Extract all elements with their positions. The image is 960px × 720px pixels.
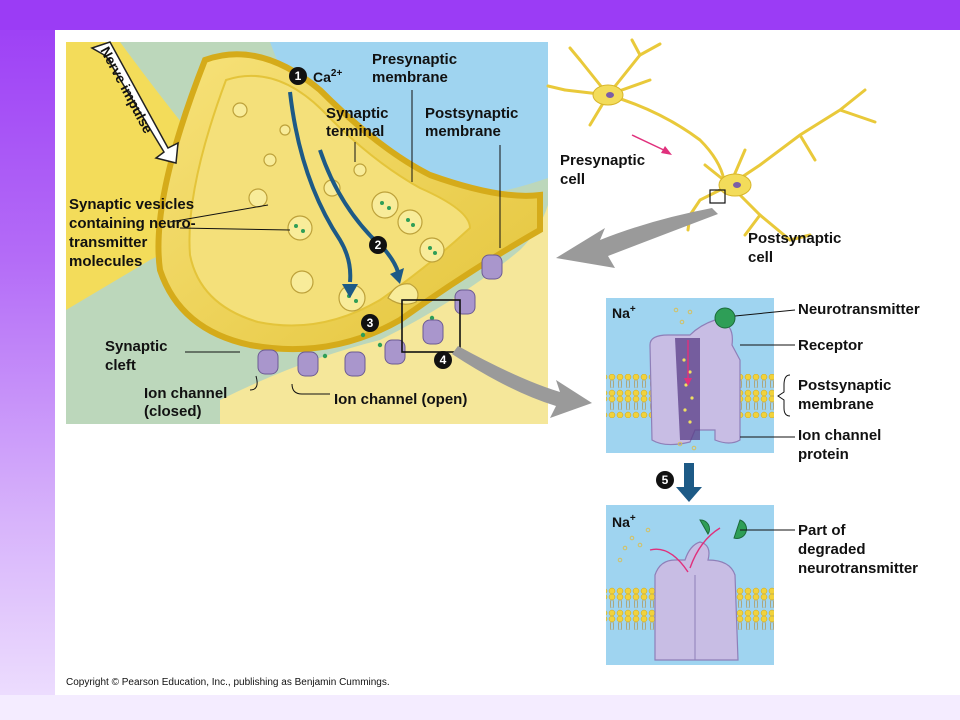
vesicle (263, 153, 277, 167)
postsynaptic-cell-label: Postsynaptic cell (748, 230, 846, 266)
presynaptic-cell-label: Presynaptic cell (560, 152, 649, 188)
na-label-bottom: Na+ (612, 513, 636, 530)
closed-channel-protein (654, 541, 739, 661)
postsynaptic-nucleus (733, 182, 741, 188)
impulse-direction (631, 134, 669, 153)
synaptic-vesicles (232, 102, 445, 312)
neuron-zoom-box (709, 189, 726, 204)
ion-channel (422, 319, 444, 345)
ion-channels (257, 254, 503, 377)
postsynaptic-membrane-label: Postsynaptic membrane (425, 105, 523, 140)
terminal-cytoplasm (188, 74, 472, 327)
degraded-neurotransmitter-label: Part of degraded neurotransmitter (798, 522, 918, 577)
ion-channel-protein-label: Ion channel protein (798, 427, 886, 463)
neurotransmitter-molecule (714, 307, 736, 329)
vesicle (397, 209, 423, 235)
axon (66, 42, 240, 310)
arrow-head (342, 284, 358, 298)
ion-channel (454, 289, 476, 315)
step-5: 5 (656, 471, 674, 489)
synapse-main-panel: Nerve impulse 1 Ca2+ 2 3 4 (66, 41, 548, 424)
zoom-arrow-left (556, 208, 718, 268)
svg-text:3: 3 (367, 316, 374, 330)
na-label-top: Na+ (612, 304, 636, 321)
zoom-box (401, 299, 461, 353)
presynaptic-membrane-label: Presynaptic membrane (372, 51, 461, 86)
step-5-arrow-head (676, 487, 702, 502)
vesicle (232, 102, 248, 118)
step-2: 2 (369, 236, 387, 254)
neuron-pair (546, 38, 877, 242)
svg-text:2: 2 (375, 238, 382, 252)
presynaptic-nucleus (606, 92, 614, 98)
leader-lines (169, 90, 501, 395)
vesicle (419, 237, 445, 263)
inset-receptor-closed: Na+ (606, 505, 774, 665)
svg-text:4: 4 (440, 353, 447, 367)
open-pore (675, 338, 700, 440)
ca-label: Ca2+ (313, 68, 342, 85)
ion-channel (257, 349, 279, 375)
synaptic-terminal-label: Synaptic terminal (326, 105, 393, 140)
step-1: 1 (289, 67, 307, 85)
top-band (0, 0, 960, 30)
svg-text:1: 1 (295, 69, 302, 83)
ion-channel (481, 254, 503, 280)
step-3: 3 (361, 314, 379, 332)
copyright-text: Copyright © Pearson Education, Inc., pub… (66, 677, 390, 688)
step-4: 4 (434, 351, 452, 369)
inset-leader-lines (734, 309, 796, 531)
synaptic-vesicles-label: Synaptic vesicles containing neuro- tran… (69, 196, 200, 270)
vesicle (279, 124, 291, 136)
vesicle (290, 270, 314, 294)
ion-channel-open-label: Ion channel (open) (334, 391, 467, 408)
inset-receptor-open: Na+ (606, 298, 774, 453)
vesicle (371, 191, 399, 219)
vesicle (248, 188, 268, 208)
degraded-fragment (699, 519, 711, 535)
vesicle (353, 163, 367, 177)
ion-channel (297, 351, 319, 377)
svg-text:5: 5 (662, 473, 669, 487)
ion-channel (344, 351, 366, 377)
synaptic-cleft-label: Synaptic cleft (105, 338, 172, 374)
receptor-label: Receptor (798, 337, 863, 354)
ion-channel-closed-label: Ion channel (closed) (144, 385, 232, 420)
zoom-arrow-right (452, 346, 592, 418)
inset-postsynaptic-membrane-label: Postsynaptic membrane (798, 377, 896, 413)
vesicle (287, 215, 313, 241)
step-5-arrow (684, 463, 694, 489)
impulse-arrow-head (661, 146, 672, 155)
degraded-fragment (733, 519, 747, 539)
bottom-band (0, 695, 960, 720)
neurotransmitter-label: Neurotransmitter (798, 301, 920, 318)
arrow-head (390, 268, 404, 284)
